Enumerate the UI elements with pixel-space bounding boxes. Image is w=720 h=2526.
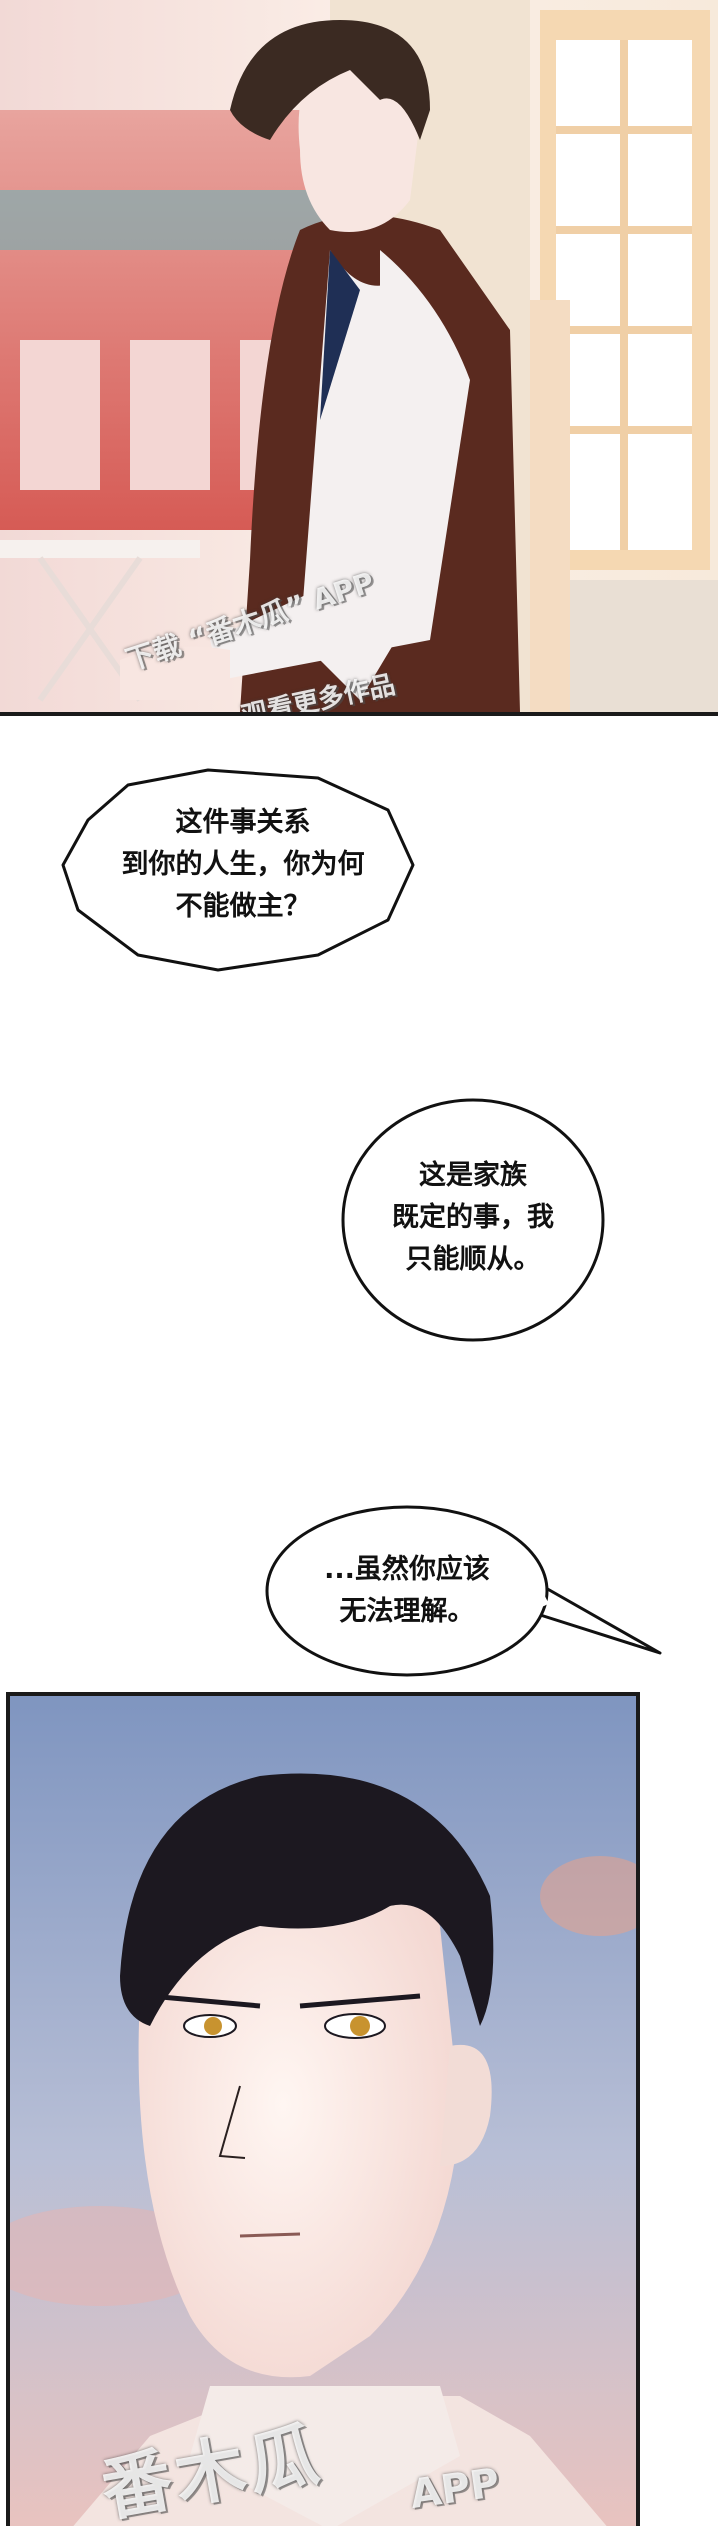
panel-2-illustration — [10, 1696, 636, 2526]
speech-bubble-1-text: 这件事关系 到你的人生，你为何 不能做主？ — [121, 807, 365, 922]
comic-panel-2: 番木瓜 APP — [6, 1692, 640, 2526]
speech-bubble-3: ...虽然你应该 无法理解。 — [262, 1503, 662, 1683]
speech-bubble-3-text: ...虽然你应该 无法理解。 — [324, 1554, 490, 1627]
speech-bubble-1: 这件事关系 到你的人生，你为何 不能做主？ — [58, 760, 428, 980]
panel-1-illustration — [0, 0, 718, 712]
speech-bubble-2-text: 这是家族 既定的事，我 只能顺从。 — [392, 1160, 554, 1275]
comic-panel-1: 下载 “番木瓜” APP 观看更多作品 — [0, 0, 718, 716]
character-dark-haired-man — [73, 1773, 607, 2526]
character-young-man-vest — [120, 20, 520, 712]
speech-bubble-2: 这是家族 既定的事，我 只能顺从。 — [338, 1095, 608, 1345]
